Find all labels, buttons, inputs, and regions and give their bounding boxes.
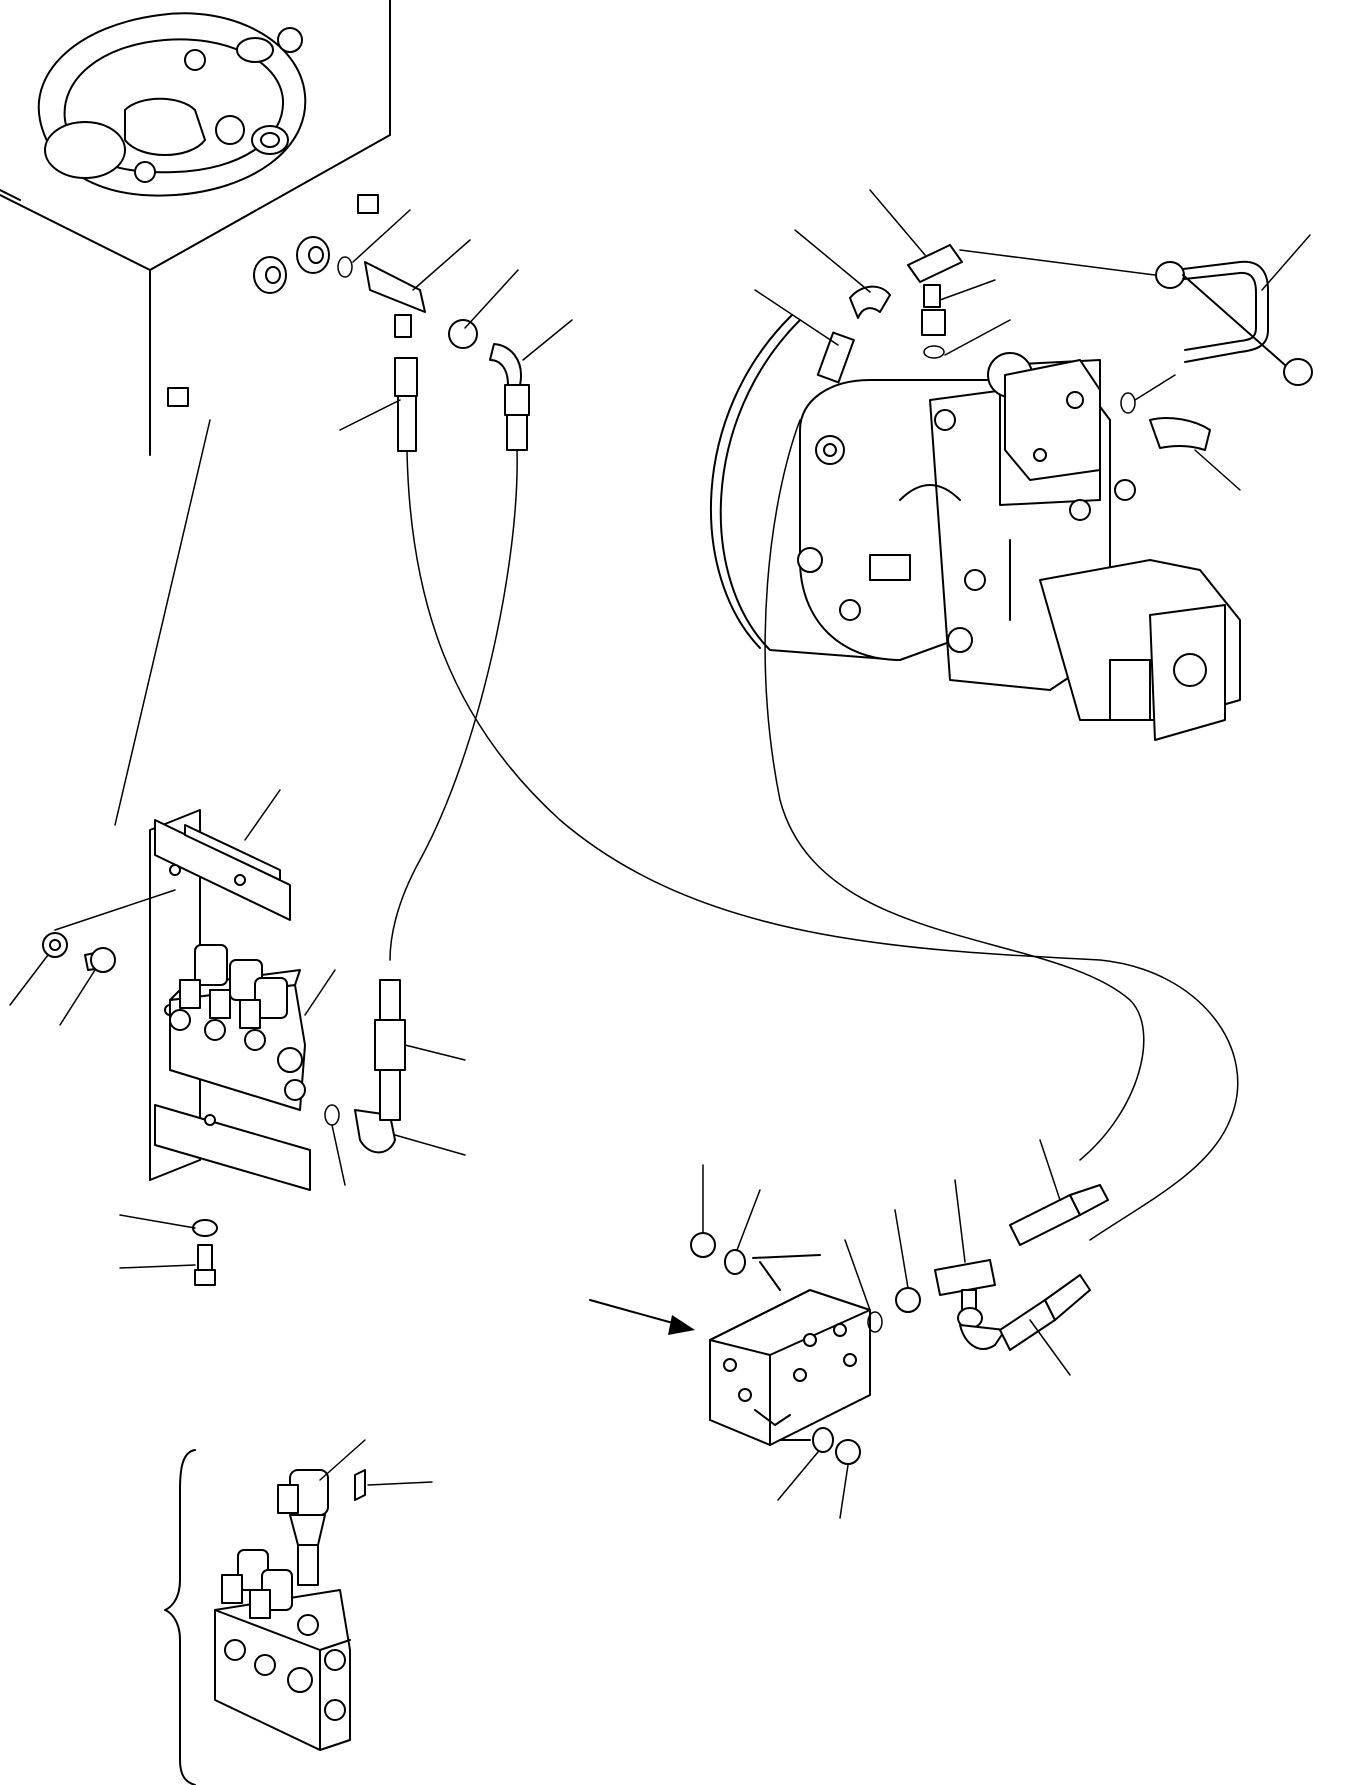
o-ring [1120,392,1136,414]
leader-line [114,419,211,826]
leader-line [869,189,926,256]
hose [1069,1184,1109,1216]
hydraulic-tank [0,0,391,456]
leader-line [954,1179,966,1263]
alternate-valve-variant [164,1449,366,1785]
adapter-nut [448,319,478,349]
hose [1044,1274,1091,1321]
leader-lines [9,189,1311,1519]
hose-left [397,395,417,452]
tube-nut [1155,261,1185,289]
leader-line [944,319,1011,356]
leader-line [939,279,996,301]
hose-end [374,1019,406,1071]
view-arrow [589,1299,695,1335]
adapter [921,309,946,336]
leader-line [464,269,519,329]
leader-line [1039,1139,1061,1201]
hose [379,979,401,1021]
connector [239,999,261,1029]
leader-line [522,319,573,361]
washer [812,1427,834,1453]
elbow-fitting [489,343,522,386]
solenoid-coil [194,944,228,986]
adapter [895,1287,921,1313]
tee-fitting-stem [961,1289,977,1311]
leader-line [339,399,401,431]
tee-fitting [364,261,426,313]
elbow-stem [379,1069,401,1121]
hose-end [816,331,855,384]
leader-line [844,1239,871,1311]
leader-line [59,969,96,1026]
bolt [197,1244,213,1271]
tee-fitting [934,1259,996,1296]
leader-line [736,1189,761,1251]
hose-end [1009,1194,1081,1246]
hoses [389,419,1239,1241]
washer [192,1219,218,1237]
hose-end [394,357,418,397]
leader-line [304,969,336,1016]
leader-line [54,889,176,931]
leader-line [959,249,1156,276]
solenoid-valve-assembly [169,944,406,1154]
tank-mount-nut [167,387,189,407]
leader-line [352,209,411,263]
leader-line [412,239,471,291]
plug [690,1232,716,1258]
elbow-fitting [849,285,891,319]
valve-spool [297,1544,319,1586]
o-ring [337,256,353,278]
leader-line [319,1439,366,1481]
tee-fitting [907,244,963,283]
pump-fittings [816,244,1313,451]
leader-line [839,1464,849,1519]
hose-left-to-block [406,450,1239,1241]
leader-line [894,1209,909,1289]
connector [179,979,201,1009]
variant-brace [164,1449,196,1785]
o-ring [867,1311,883,1333]
tee-fitting-stem [394,314,412,338]
leader-line [794,229,871,293]
leader-line [394,1134,466,1156]
hose-right [506,414,528,451]
leader-line [367,1481,433,1486]
tank-mount-nut [357,194,379,214]
leader-line [404,1044,466,1061]
leader-line [244,789,281,841]
tee-fitting-stem [923,284,941,308]
connector [209,989,231,1019]
hose-right-to-valve [389,449,518,961]
bracket-fasteners [42,932,218,1286]
tank-fittings [337,256,530,452]
junction-block [709,1289,871,1446]
block-fittings [690,1184,1109,1465]
o-ring [923,345,945,359]
plug [835,1439,861,1465]
leader-line [331,1124,346,1186]
tube-nut [1283,358,1313,386]
o-ring [324,1104,340,1126]
hose-pump-to-block [764,419,1145,1161]
leader-line [777,1451,819,1501]
solenoid-coil [254,977,288,1019]
washer [724,1249,746,1275]
elbow-fitting [1149,417,1211,451]
leader-line [1194,449,1241,491]
hose-end [504,384,530,416]
hydraulic-pump [710,314,1241,741]
leader-line [119,1214,196,1229]
leader-line [1029,1319,1071,1376]
leader-line [1134,374,1176,401]
leader-line [9,954,49,1006]
elbow-fitting [959,1324,1006,1350]
small-screw [354,1469,366,1501]
leader-line [754,289,839,346]
leader-line [119,1264,196,1269]
leader-line [1261,234,1311,291]
